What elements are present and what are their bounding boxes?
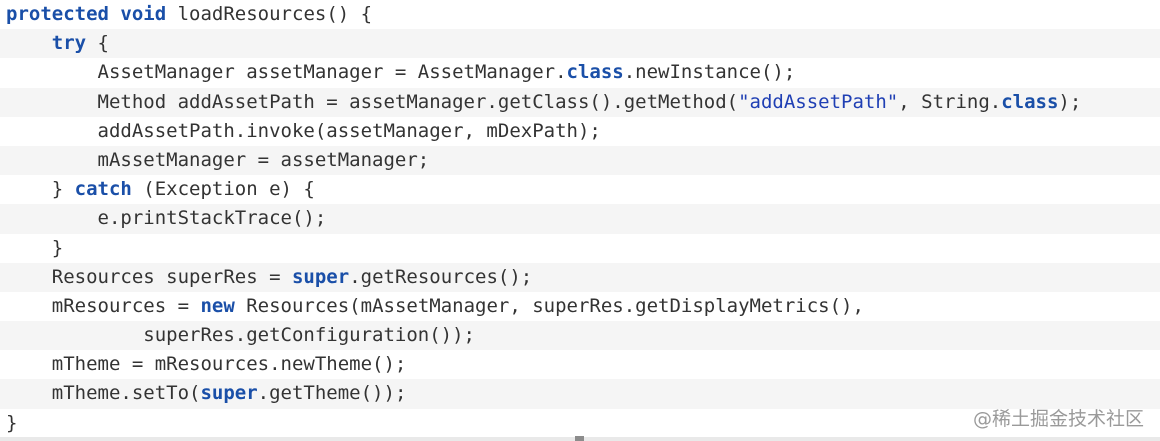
code-token: mResources = [6,294,201,317]
horizontal-scrollbar[interactable] [0,436,1160,441]
code-line: AssetManager assetManager = AssetManager… [0,58,1160,88]
code-keyword: class [1001,90,1059,113]
code-token: , String. [898,90,1002,113]
code-keyword: void [120,3,167,25]
code-keyword: try [51,32,87,55]
code-keyword: new [200,294,235,317]
code-line: } [0,233,1160,263]
code-token: mTheme = mResources.newTheme(); [6,353,407,376]
code-token: mAssetManager = assetManager; [6,148,430,171]
code-line: addAssetPath.invoke(assetManager, mDexPa… [0,116,1160,146]
code-line: mResources = new Resources(mAssetManager… [0,291,1160,322]
code-token: Resources(mAssetManager, superRes.getDis… [234,294,864,317]
code-token: mTheme.setTo( [6,382,201,405]
code-token: } [6,236,64,259]
code-token: superRes.getConfiguration()); [6,324,475,347]
code-line: mTheme = mResources.newTheme(); [0,350,1160,380]
code-line: mTheme.setTo(super.getTheme()); [0,379,1160,409]
code-line: Resources superRes = super.getResources(… [0,262,1160,292]
code-token: .newInstance(); [623,61,796,84]
code-token: (Exception e) { [131,178,315,201]
code-keyword: protected [6,3,109,25]
code-token: .getTheme()); [257,382,407,405]
code-token [6,32,52,54]
scrollbar-thumb[interactable] [575,436,584,441]
watermark: @稀土掘金技术社区 [972,408,1144,430]
code-token: Method addAssetPath = assetManager.getCl… [6,90,739,113]
code-token: e.printStackTrace(); [6,207,327,230]
code-token: .getResources(); [349,265,533,288]
code-token [109,3,120,25]
code-keyword: super [200,382,258,405]
code-line: } [0,408,1160,438]
code-token: { [86,32,109,55]
code-string: "addAssetPath" [738,90,899,113]
code-token: loadResources() { [166,3,373,25]
code-keyword: super [291,265,350,288]
code-line: superRes.getConfiguration()); [0,321,1160,351]
code-token: addAssetPath.invoke(assetManager, mDexPa… [6,119,601,142]
code-line: } catch (Exception e) { [0,175,1160,205]
code-line: Method addAssetPath = assetManager.getCl… [0,87,1160,117]
code-token: } [6,411,18,434]
code-line: try { [0,29,1160,59]
code-line: protected void loadResources() { [0,0,1160,30]
code-token: AssetManager assetManager = AssetManager… [6,61,567,84]
code-line: mAssetManager = assetManager; [0,145,1160,176]
code-line: e.printStackTrace(); [0,204,1160,234]
code-token: } [6,178,75,201]
code-keyword: class [566,61,624,84]
code-token: Resources superRes = [6,265,292,288]
code-keyword: catch [74,178,132,201]
code-token: ); [1058,90,1082,113]
